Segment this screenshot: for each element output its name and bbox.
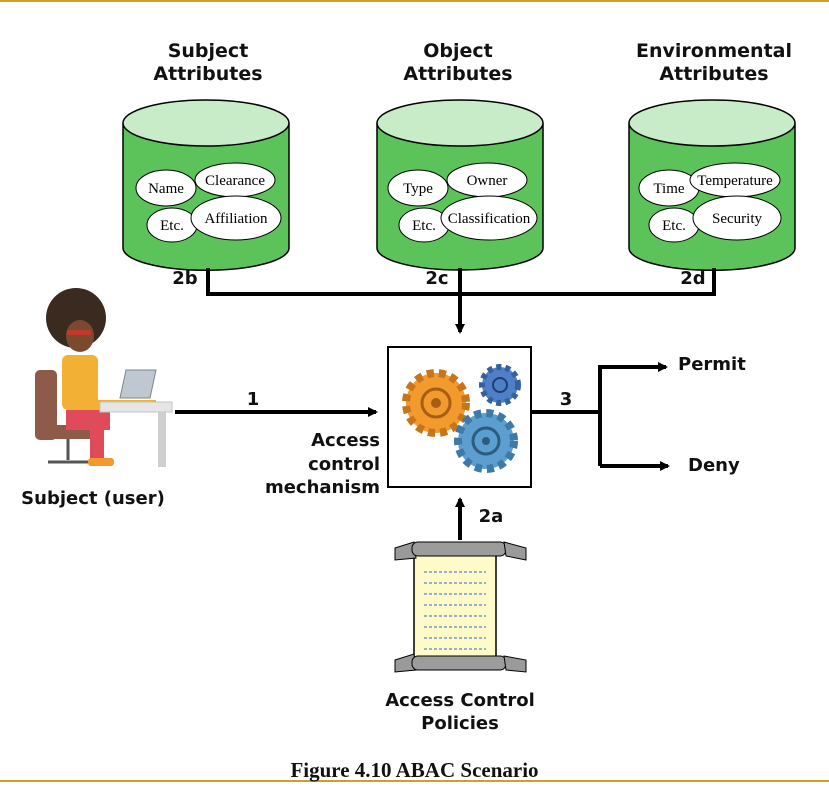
attr-bubble: [440, 195, 538, 241]
environmental-attributes-cylinder: Time Temperature Etc. Security: [628, 99, 796, 271]
environmental-attributes-title-line2: Attributes: [659, 63, 769, 85]
attr-bubble: [387, 169, 449, 207]
permit-label: Permit: [678, 354, 746, 375]
subject-attributes-cylinder: Name Clearance Etc. Affiliation: [122, 99, 290, 271]
attr-text: Type: [403, 181, 433, 197]
environmental-attributes-title-line1: Environmental: [636, 40, 792, 62]
deny-label: Deny: [688, 455, 740, 476]
subject-attributes-title-line2: Attributes: [153, 63, 263, 85]
mechanism-label-line3: mechanism: [264, 477, 380, 498]
subject-user-figure: [35, 288, 173, 467]
attr-text: Etc.: [160, 218, 184, 234]
figure-caption: Figure 4.10 ABAC Scenario: [290, 758, 539, 782]
gear-icon: [479, 364, 521, 406]
attr-text: Security: [712, 211, 762, 227]
attr-text: Etc.: [412, 218, 436, 234]
attr-text: Classification: [448, 211, 531, 227]
gear-icon: [402, 369, 470, 437]
subject-attributes-title-line1: Subject: [167, 40, 249, 62]
mechanism-label-line1: Access: [311, 430, 380, 451]
gear-icon: [454, 409, 518, 473]
object-attributes-title-line2: Attributes: [403, 63, 513, 85]
attr-text: Owner: [467, 173, 508, 189]
attr-text: Affiliation: [204, 211, 268, 227]
attr-text: Time: [653, 181, 684, 197]
top-rule: [0, 0, 829, 2]
attr-bubble: [135, 169, 197, 207]
arrow-label-2a: 2a: [478, 506, 504, 527]
policies-label-line2: Policies: [421, 713, 499, 734]
attr-text: Etc.: [662, 218, 686, 234]
bottom-rule: [0, 780, 829, 782]
policies-label-line1: Access Control: [385, 690, 535, 711]
mechanism-label-line2: control: [308, 454, 380, 475]
access-control-mechanism-box: [387, 346, 532, 488]
object-attributes-cylinder: Type Owner Etc. Classification: [376, 99, 544, 271]
attribute-connectors: [206, 268, 716, 334]
arrow-label-2b: 2b: [172, 268, 198, 289]
attr-text: Name: [148, 181, 184, 197]
attr-text: Clearance: [205, 173, 265, 189]
attr-text: Temperature: [697, 173, 773, 189]
attr-bubble: [190, 195, 282, 241]
arrow-label-1: 1: [246, 389, 260, 410]
policy-scroll-icon: [394, 541, 527, 673]
decision-arrows: [531, 362, 670, 471]
subject-user-label: Subject (user): [21, 488, 165, 509]
attr-bubble: [692, 195, 782, 241]
arrow-label-2c: 2c: [425, 268, 449, 289]
arrow-label-2d: 2d: [680, 268, 706, 289]
arrow-label-3: 3: [559, 389, 573, 410]
object-attributes-title-line1: Object: [423, 40, 493, 62]
